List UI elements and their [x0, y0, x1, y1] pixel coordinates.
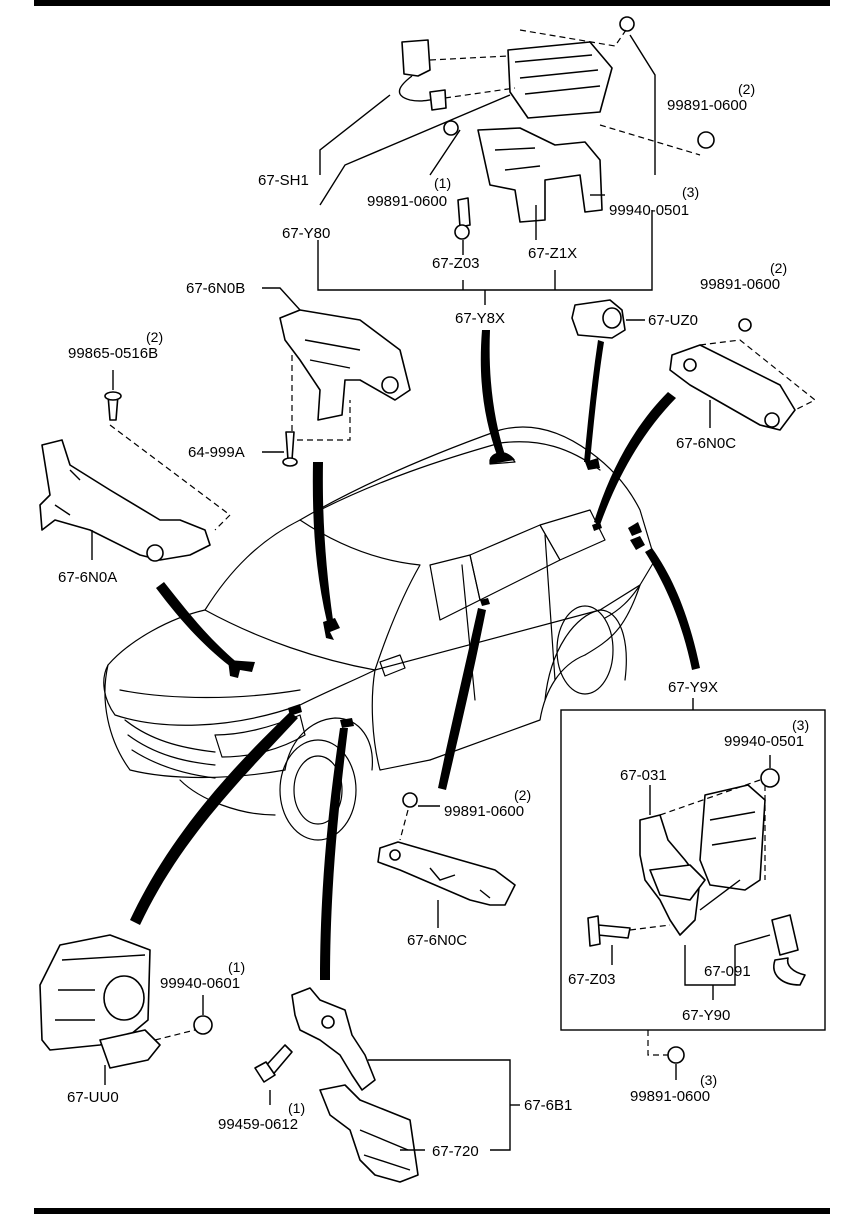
label-67-Y90: 67-Y90 [682, 1007, 730, 1024]
label-99940-0501-a: 99940-0501 [609, 202, 689, 219]
label-99940-0501-a-qty: (3) [682, 184, 699, 200]
label-99940-0601: 99940-0601 [160, 975, 240, 992]
nut-99891-0600-top [443, 120, 459, 136]
bracket-67-6N0B [262, 287, 411, 467]
module-67-UU0 [39, 934, 213, 1085]
label-67-UU0: 67-UU0 [67, 1089, 119, 1106]
label-67-SH1: 67-SH1 [258, 172, 309, 189]
label-99891-0600-e-qty: (3) [700, 1072, 717, 1088]
antenna-67-6N0C-upper [669, 318, 817, 431]
label-67-6N0C-a: 67-6N0C [676, 435, 736, 452]
label-67-Z03-a: 67-Z03 [432, 255, 480, 272]
label-99865-0516B: 99865-0516B [68, 345, 158, 362]
label-99865-0516B-qty: (2) [146, 329, 163, 345]
antenna-67-6N0C-lower [377, 792, 516, 928]
label-67-6N0B: 67-6N0B [186, 280, 245, 297]
part-67-Y8X-group [317, 16, 715, 305]
label-99891-0600-c: 99891-0600 [700, 276, 780, 293]
part-67-6B1-group [254, 987, 520, 1183]
label-99459-0612: 99459-0612 [218, 1116, 298, 1133]
label-67-031: 67-031 [620, 767, 667, 784]
label-99459-0612-qty: (1) [288, 1100, 305, 1116]
label-67-091: 67-091 [704, 963, 751, 980]
pointer-arrows [130, 330, 700, 980]
car-part-markers [228, 452, 645, 728]
label-99940-0501-b-qty: (3) [792, 717, 809, 733]
box-67-Y9X [560, 698, 826, 1080]
bottom-border [34, 1208, 830, 1214]
label-67-6N0A: 67-6N0A [58, 569, 117, 586]
label-67-Y9X: 67-Y9X [668, 679, 718, 696]
label-99891-0600-a: 99891-0600 [367, 193, 447, 210]
antenna-67-6N0A [39, 370, 231, 562]
connector-67-SH1 [401, 39, 431, 77]
top-border [34, 0, 830, 6]
module-67-Y80 [507, 41, 613, 119]
label-99940-0601-qty: (1) [228, 959, 245, 975]
label-99891-0600-a-qty: (1) [434, 175, 451, 191]
label-64-999A: 64-999A [188, 444, 245, 461]
car-body-drawing [103, 426, 656, 841]
label-67-Z1X: 67-Z1X [528, 245, 577, 262]
label-99891-0600-d: 99891-0600 [444, 803, 524, 820]
label-67-Y80: 67-Y80 [282, 225, 330, 242]
label-67-Y8X: 67-Y8X [455, 310, 505, 327]
label-99891-0600-d-qty: (2) [514, 787, 531, 803]
label-67-UZ0: 67-UZ0 [648, 312, 698, 329]
sensor-67-UZ0 [571, 299, 645, 339]
label-99891-0600-b-qty: (2) [738, 81, 755, 97]
label-67-6B1: 67-6B1 [524, 1097, 572, 1114]
label-67-6N0C-b: 67-6N0C [407, 932, 467, 949]
bracket-67-Z1X [477, 127, 603, 223]
part-labels: 67-SH1 67-Y80 (1) 99891-0600 67-Z03 67-Z… [58, 81, 809, 1160]
label-99891-0600-c-qty: (2) [770, 260, 787, 276]
label-99891-0600-e: 99891-0600 [630, 1088, 710, 1105]
label-99891-0600-b: 99891-0600 [667, 97, 747, 114]
label-67-Z03-b: 67-Z03 [568, 971, 616, 988]
label-67-720: 67-720 [432, 1143, 479, 1160]
label-99940-0501-b: 99940-0501 [724, 733, 804, 750]
